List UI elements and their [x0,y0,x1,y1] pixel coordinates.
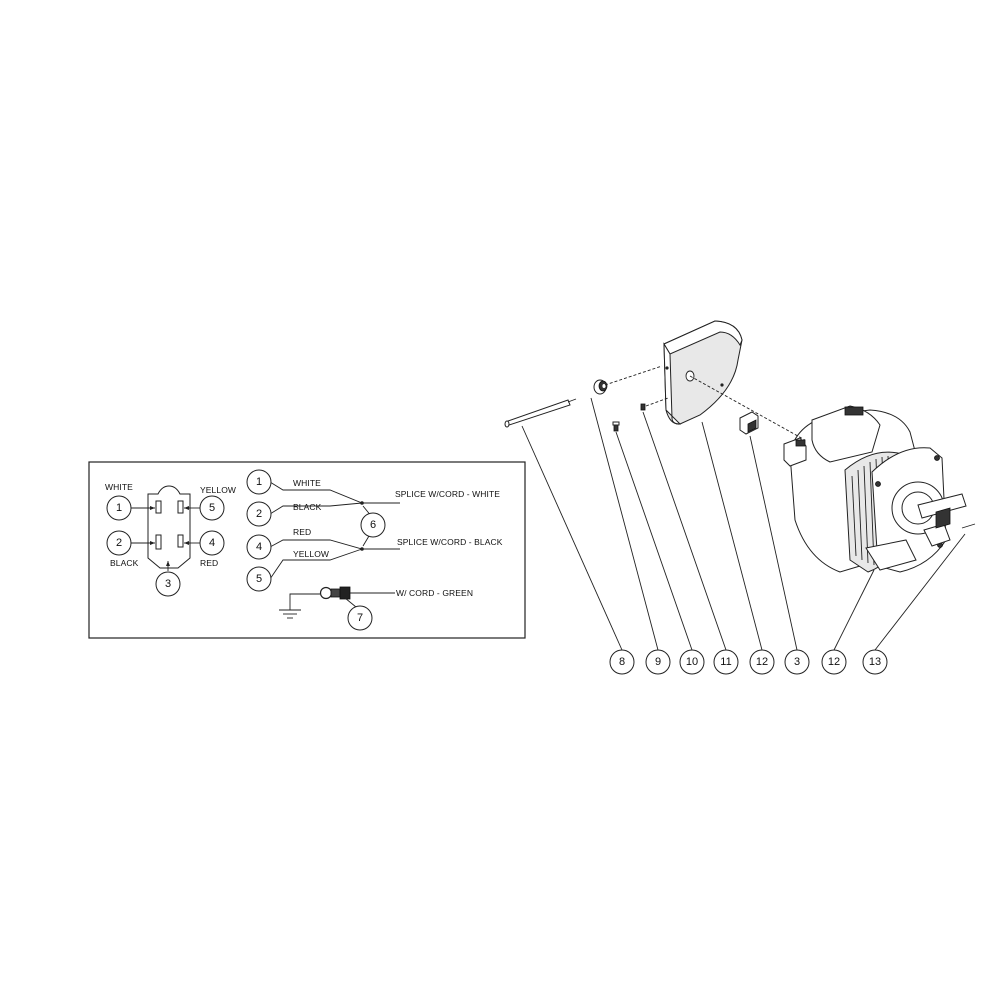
svg-text:10: 10 [686,656,698,668]
svg-text:4: 4 [209,537,215,549]
svg-text:11: 11 [720,656,731,668]
callout-1-splice: 1 [246,469,272,495]
callout-5-connector: 5 [199,495,225,521]
callout-4-connector: 4 [199,530,225,556]
connector-pin-white [155,500,162,514]
motor-assembly [783,405,976,573]
connector-pin-red [177,534,184,548]
callout-8: 8 [609,649,635,675]
exploded-leader-lines [521,365,966,651]
wire-label-red: RED [293,527,311,537]
callout-12-second: 12 [821,649,847,675]
callout-9: 9 [645,649,671,675]
callout-1-connector: 1 [106,495,132,521]
svg-text:12: 12 [756,656,768,668]
ring-terminal [319,586,333,600]
svg-text:5: 5 [209,502,215,514]
wire-label-black: BLACK [293,502,322,512]
callout-11: 11 [713,649,739,675]
part-9-grommet [593,379,608,395]
part-11-screw [640,403,646,411]
connector-pin-yellow [177,500,184,514]
ground-label: W/ CORD - GREEN [396,588,473,598]
svg-text:5: 5 [256,573,262,585]
callout-2-connector: 2 [106,530,132,556]
callout-4-splice: 4 [246,534,272,560]
wiring-diagram-panel: WHITE YELLOW BLACK RED 1 5 2 4 3 [88,461,526,639]
connector-pin-black [155,534,162,550]
svg-text:6: 6 [370,519,376,531]
splice-wiring: WHITE BLACK RED YELLOW SPLICE W/CORD - W… [246,469,503,592]
svg-text:2: 2 [116,537,122,549]
svg-text:3: 3 [794,656,800,668]
svg-text:9: 9 [655,656,661,668]
callout-13: 13 [862,649,888,675]
splice-white-label: SPLICE W/CORD - WHITE [395,489,500,499]
svg-text:8: 8 [619,656,625,668]
part-11-end-cover [663,320,743,425]
svg-text:2: 2 [256,508,262,520]
part-12-clip [739,411,759,435]
part-8-rod [504,398,577,428]
svg-text:3: 3 [165,578,171,590]
callout-7-ground: 7 [347,605,373,631]
exploded-view: 8 9 10 11 12 3 12 13 [504,320,976,675]
svg-text:1: 1 [256,476,262,488]
svg-text:1: 1 [116,502,122,514]
callout-6-splice: 6 [360,512,386,538]
callout-3-connector: 3 [155,571,181,597]
label-red: RED [200,558,218,568]
label-yellow: YELLOW [200,485,236,495]
label-black: BLACK [110,558,139,568]
connector-block [147,485,191,569]
svg-text:13: 13 [869,656,881,668]
label-white: WHITE [105,482,133,492]
part-10-screw [612,421,620,432]
callout-10: 10 [679,649,705,675]
wire-label-white: WHITE [293,478,321,488]
callout-3-exploded: 3 [784,649,810,675]
callout-5-splice: 5 [246,566,272,592]
svg-text:4: 4 [256,541,262,553]
callout-12-first: 12 [749,649,775,675]
wire-label-yellow: YELLOW [293,549,329,559]
svg-text:12: 12 [828,656,840,668]
splice-black-label: SPLICE W/CORD - BLACK [397,537,503,547]
svg-text:7: 7 [357,612,363,624]
callout-2-splice: 2 [246,501,272,527]
ground-connection: W/ CORD - GREEN 7 [279,586,473,631]
